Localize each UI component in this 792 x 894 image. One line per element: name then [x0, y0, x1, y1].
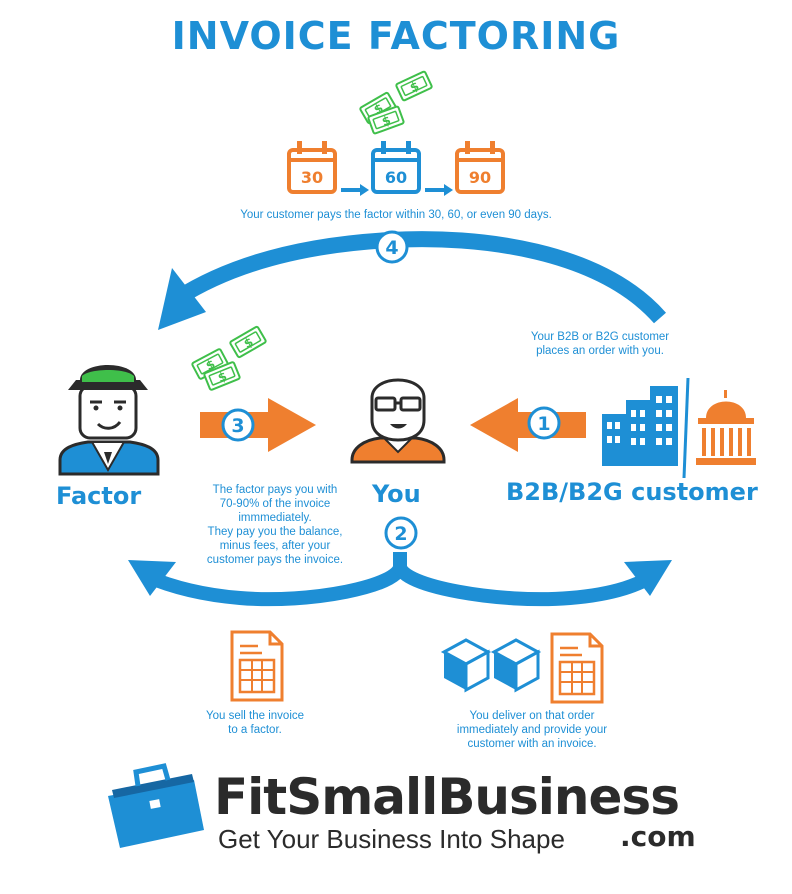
step-4-arrow [158, 231, 666, 330]
factor-pays-text: The factor pays you with 70-90% of the i… [182, 483, 368, 567]
customer-label: B2B/B2G customer [506, 478, 758, 506]
step-4-badge: 4 [375, 230, 409, 264]
calendar-90-label: 90 [469, 168, 491, 187]
calendar-90-icon: 90 [455, 141, 505, 194]
factor-pays-line3: immmediately. [238, 512, 312, 524]
sell-invoice-line1: You sell the invoice [205, 710, 305, 722]
svg-text:1: 1 [537, 413, 550, 435]
factor-pays-line1: The factor pays you with [212, 484, 338, 496]
factor-pays-line4: They pay you the balance, [207, 526, 343, 538]
calendar-30-label: 30 [301, 168, 323, 187]
calendar-60-icon: 60 [371, 141, 421, 194]
you-label: You [372, 480, 421, 508]
deliver-order-text: You deliver on that order immediately an… [432, 709, 632, 751]
calendar-60-label: 60 [385, 168, 407, 187]
factor-pays-line5: minus fees, after your [219, 540, 331, 552]
calendar-30-icon: 30 [287, 141, 337, 194]
sell-invoice-line2: to a factor. [228, 724, 282, 736]
briefcase-logo-icon [108, 763, 204, 848]
office-building-icon [602, 377, 690, 479]
order-text-line2: places an order with you. [536, 345, 664, 357]
step-2-arrow [128, 552, 672, 607]
invoice-document-icon-right [550, 632, 604, 704]
factor-pays-line2: 70-90% of the invoice [219, 498, 331, 510]
money-icon-left [190, 325, 268, 392]
customer-pays-text: Your customer pays the factor within 30,… [240, 209, 552, 221]
svg-text:2: 2 [394, 523, 407, 545]
step-3-arrow: 3 [200, 398, 316, 452]
svg-text:4: 4 [385, 237, 398, 259]
factor-avatar [58, 365, 160, 476]
deliver-order-line2: immediately and provide your [456, 724, 608, 736]
deliver-order-line3: customer with an invoice. [467, 738, 597, 750]
invoice-document-icon-left [230, 630, 284, 702]
brand-tagline: Get Your Business Into Shape [218, 824, 565, 854]
shipping-box-icon [442, 638, 540, 692]
you-avatar [350, 378, 446, 464]
step-1-arrow: 1 [470, 398, 586, 452]
order-text: Your B2B or B2G customer places an order… [500, 330, 700, 358]
deliver-order-line1: You deliver on that order [469, 710, 595, 722]
page-title: INVOICE FACTORING [171, 14, 621, 58]
factor-pays-line6: customer pays the invoice. [206, 554, 344, 566]
svg-text:3: 3 [231, 415, 244, 437]
brand-name: FitSmallBusiness [214, 768, 680, 826]
brand-dotcom: .com [620, 820, 696, 853]
factor-label: Factor [56, 482, 142, 510]
calendar-arrow-2 [425, 184, 453, 196]
calendar-arrow-1 [341, 184, 369, 196]
money-icon [358, 70, 434, 135]
order-text-line1: Your B2B or B2G customer [530, 331, 670, 343]
government-building-icon [696, 390, 756, 465]
step-2-badge: 2 [384, 516, 418, 550]
sell-invoice-text: You sell the invoice to a factor. [180, 709, 330, 737]
